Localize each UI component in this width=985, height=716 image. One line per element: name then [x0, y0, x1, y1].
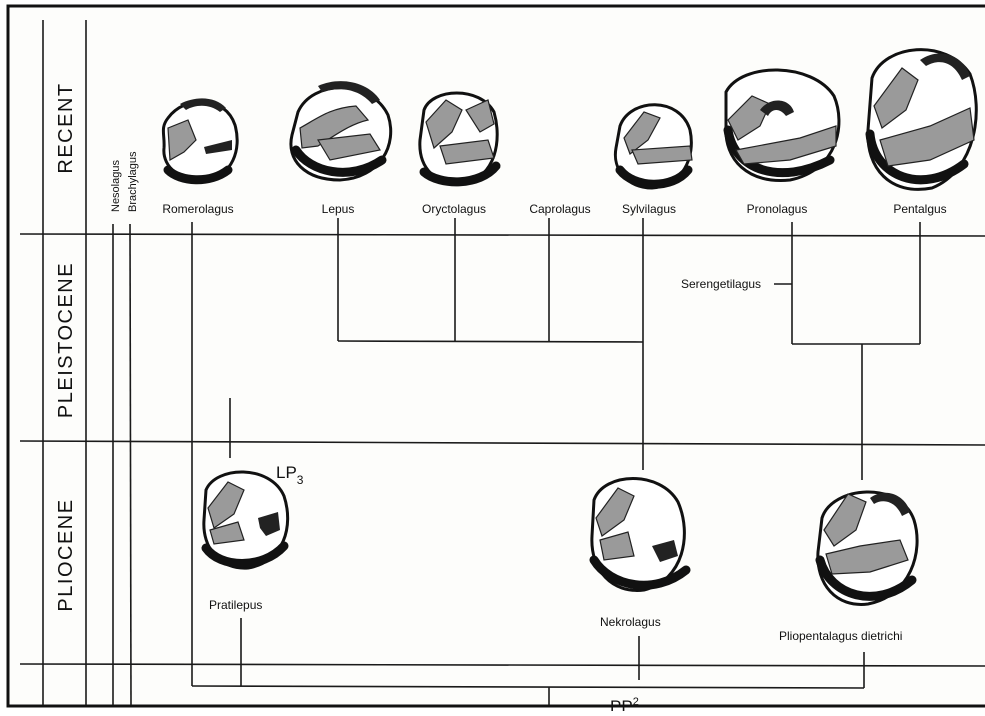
- tooth-pratilepus: [204, 472, 288, 568]
- label-pp: PP2: [610, 696, 639, 711]
- taxon-pronolagus: Pronolagus: [747, 202, 808, 216]
- lineage-brachylagus: [130, 224, 131, 705]
- period-pliocene: PLIOCENE: [55, 498, 77, 611]
- tooth-pliopentalagus: [818, 492, 917, 604]
- tooth-sylvilagus: [615, 105, 692, 188]
- period-recent: RECENT: [55, 82, 77, 173]
- taxon-oryctolagus: Oryctolagus: [422, 202, 486, 216]
- tooth-pronolagus: [726, 70, 839, 180]
- taxon-romerolagus: Romerolagus: [162, 202, 233, 216]
- taxon-sylvilagus: Sylvilagus: [622, 202, 676, 216]
- taxon-serengetilagus: Serengetilagus: [681, 277, 761, 291]
- taxon-pratilepus: Pratilepus: [209, 598, 262, 612]
- taxon-brachylagus: Brachylagus: [127, 151, 139, 212]
- tooth-pentalgus: [868, 50, 976, 190]
- taxon-nesolagus: Nesolagus: [110, 160, 122, 212]
- taxon-pliopentalagus: Pliopentalagus dietrichi: [779, 629, 902, 643]
- taxon-nekrolagus: Nekrolagus: [600, 615, 661, 629]
- tooth-oryctolagus: [420, 93, 497, 184]
- node-lepus-group: [338, 341, 643, 342]
- period-pleistocene: PLEISTOCENE: [55, 262, 77, 418]
- tooth-nekrolagus: [592, 479, 686, 591]
- tooth-romerolagus: [163, 98, 237, 180]
- taxon-pentalgus: Pentalgus: [893, 202, 946, 216]
- taxon-caprolagus: Caprolagus: [529, 202, 590, 216]
- taxon-lepus: Lepus: [322, 202, 355, 216]
